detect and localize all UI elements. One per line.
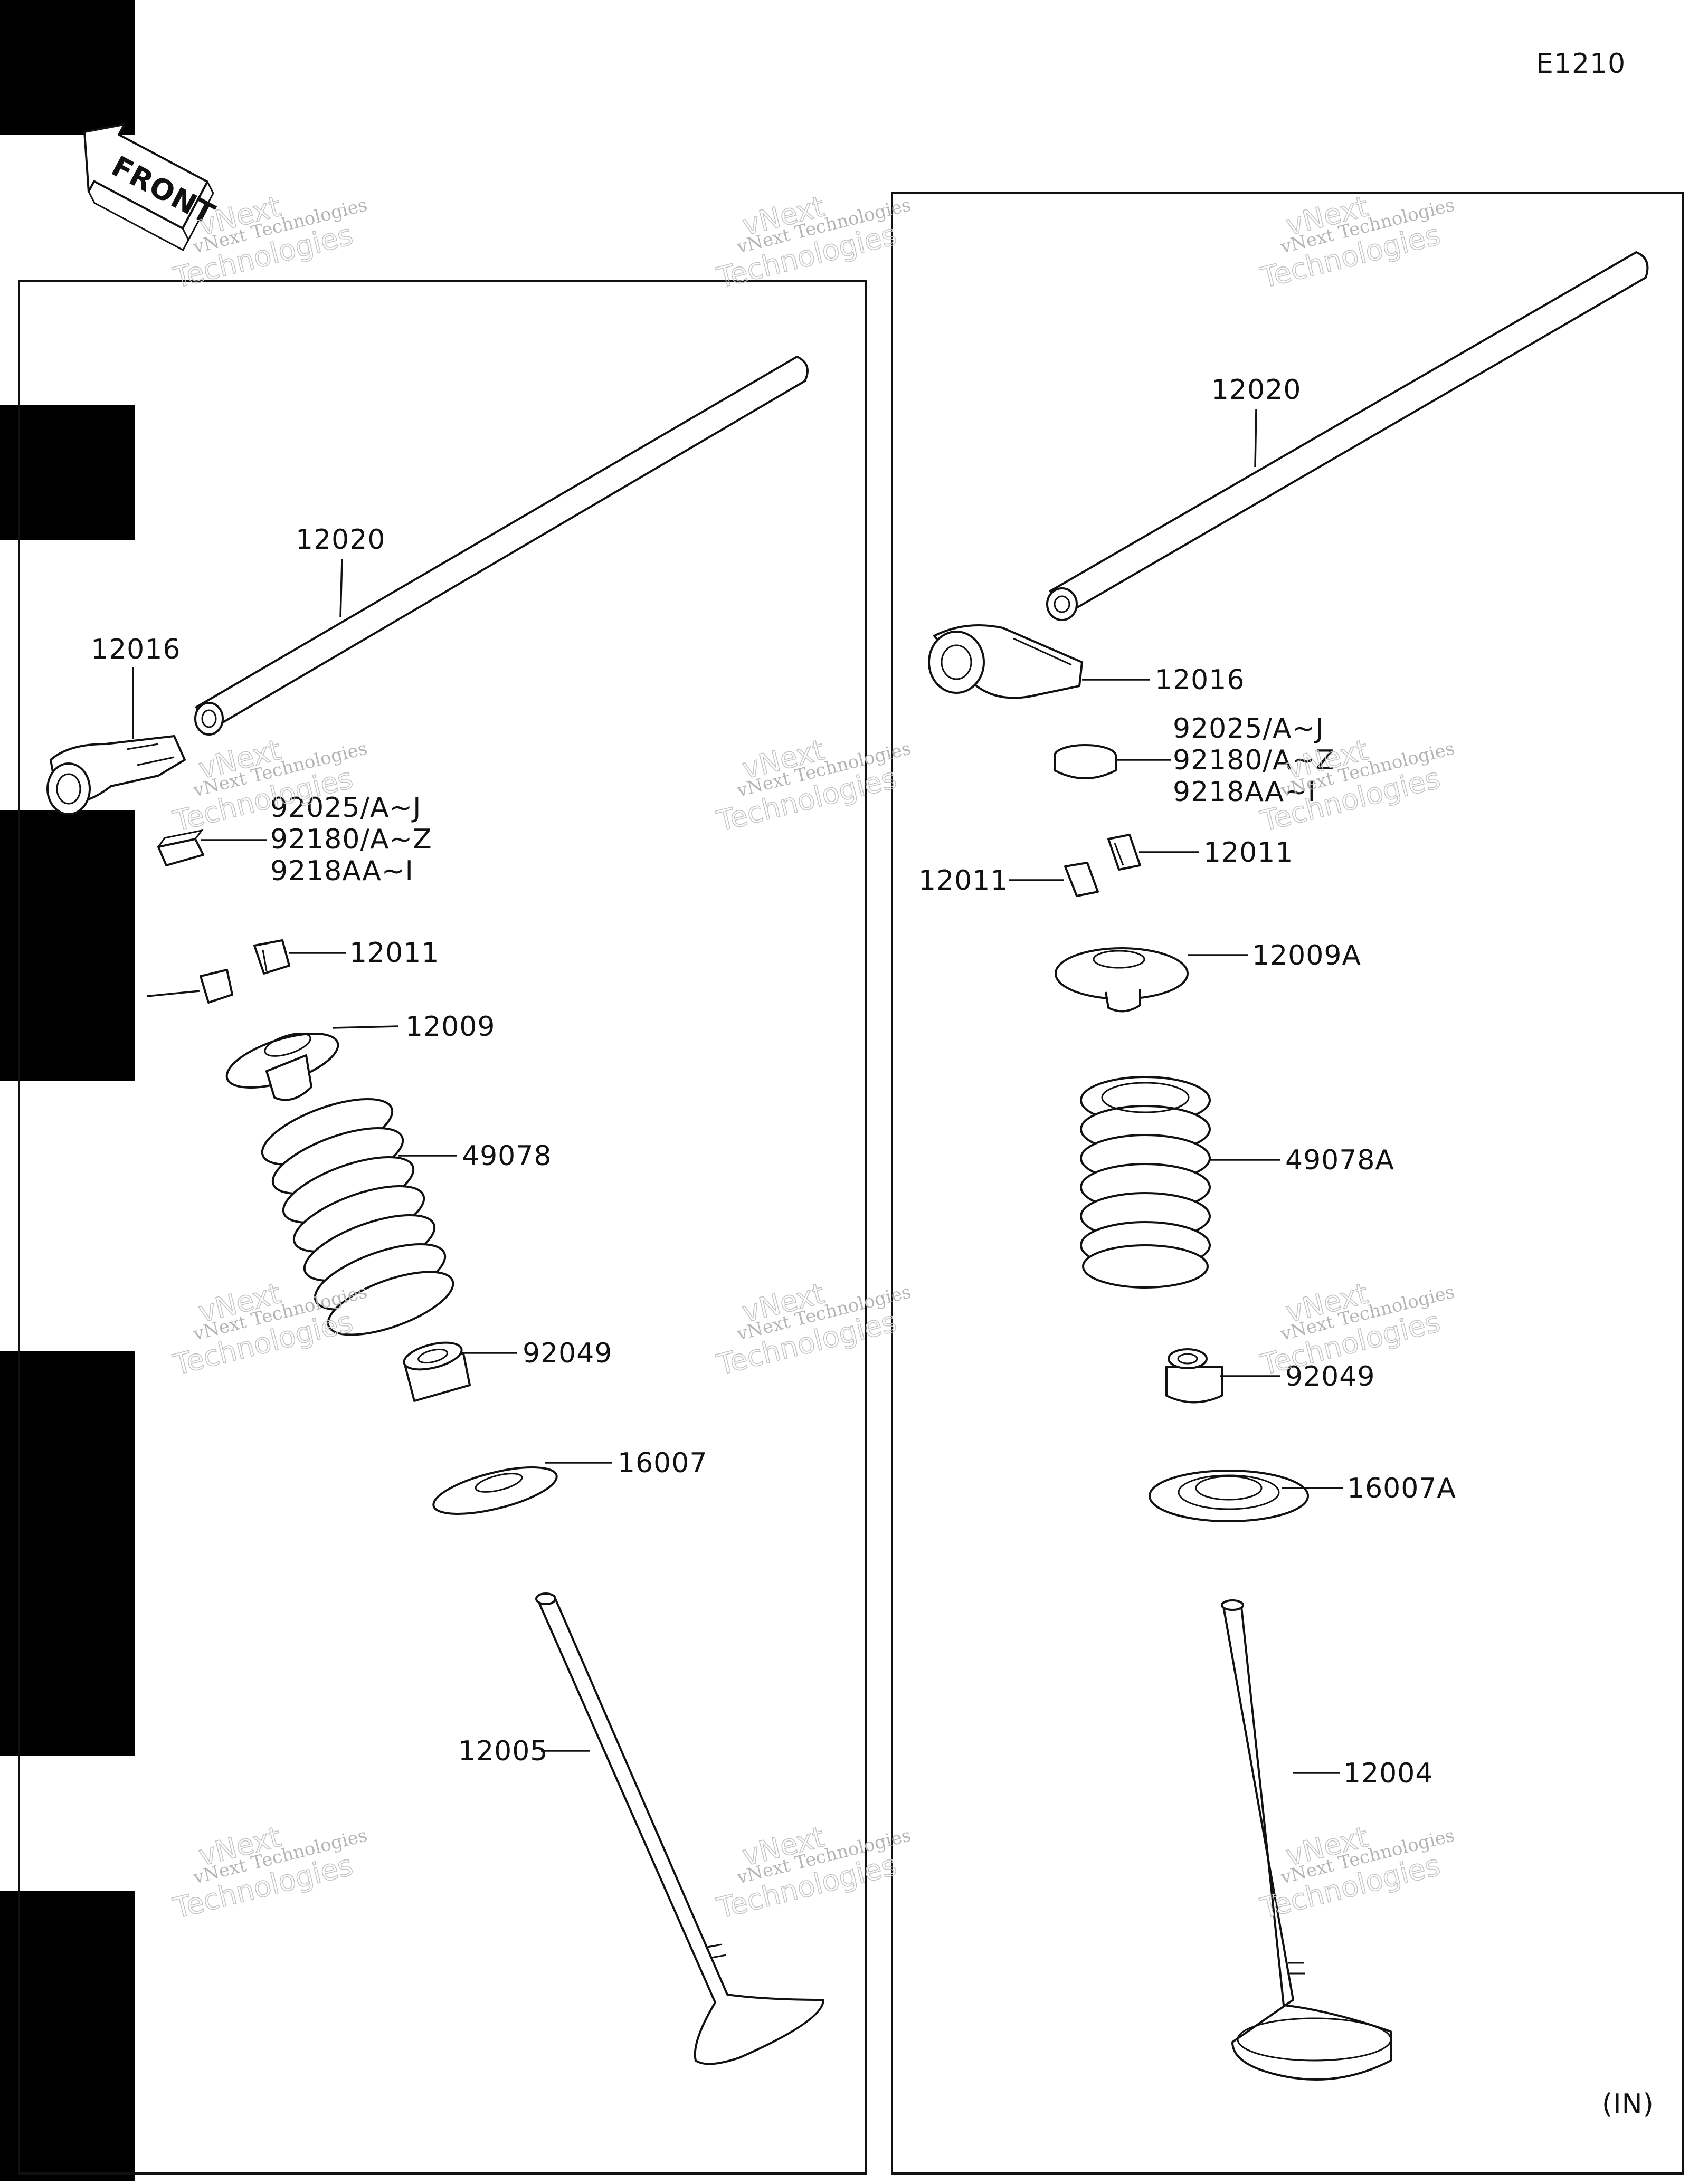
- left-spring-seat: [432, 1466, 558, 1515]
- watermark: vNext Technologies vNext Technologies: [713, 1820, 913, 1926]
- left-valve-spring: [261, 1098, 454, 1336]
- left-shim-label-1: 92025/A~J: [270, 792, 421, 824]
- diagram-code: E1210: [1536, 48, 1626, 80]
- watermark: vNext Technologies vNext Technologies: [1257, 1820, 1457, 1926]
- right-shim: [1054, 744, 1117, 779]
- index-tab: [0, 1351, 135, 1756]
- right-cotter-b: [1107, 834, 1141, 871]
- right-rocker-arm: [928, 624, 1083, 699]
- right-seal-label: 92049: [1285, 1361, 1375, 1393]
- right-valve-spring: [1080, 1076, 1211, 1289]
- left-rocker-shaft: [194, 356, 809, 736]
- right-spring-seat: [1149, 1470, 1309, 1522]
- index-tab: [0, 1891, 135, 2181]
- right-seat-label: 16007A: [1347, 1473, 1456, 1504]
- right-spring-label: 49078A: [1285, 1145, 1394, 1176]
- intake-marker: (IN): [1602, 2088, 1654, 2120]
- left-seat-label: 16007: [618, 1447, 707, 1479]
- watermark: vNext Technologies vNext Technologies: [169, 1820, 369, 1926]
- left-cotter-b: [253, 939, 290, 975]
- left-rocker-arm: [46, 735, 186, 815]
- watermark: vNext Technologies vNext Technologies: [713, 733, 913, 839]
- watermark: vNext Technologies vNext Technologies: [713, 1276, 913, 1382]
- right-cotter-a: [1064, 862, 1099, 897]
- watermark: vNext Technologies vNext Technologies: [713, 189, 913, 295]
- left-cotter-a: [200, 969, 233, 1004]
- left-shim-label-2: 92180/A~Z: [270, 824, 432, 855]
- left-valve-stem-seal: [403, 1341, 471, 1402]
- right-shim-label-2: 92180/A~Z: [1173, 745, 1335, 776]
- right-retainer-label: 12009A: [1252, 940, 1361, 971]
- left-shaft-label: 12020: [296, 524, 385, 556]
- right-cotter-label-a: 12011: [918, 865, 1008, 897]
- right-valve-stem-seal: [1165, 1348, 1223, 1404]
- left-shim-label-3: 9218AA~I: [270, 855, 414, 887]
- left-shim: [157, 829, 204, 866]
- right-shaft-label: 12020: [1211, 374, 1301, 406]
- left-panel-frame: [18, 280, 867, 2175]
- right-rocker-arm-label: 12016: [1155, 664, 1245, 696]
- right-intake-valve: [1221, 1599, 1392, 2081]
- index-tab: [0, 405, 135, 540]
- left-spring-label: 49078: [462, 1140, 552, 1172]
- left-retainer-label: 12009: [405, 1011, 495, 1043]
- right-panel-frame: [891, 192, 1684, 2175]
- left-spring-retainer: [225, 1032, 339, 1101]
- left-rocker-arm-label: 12016: [91, 634, 181, 665]
- right-shim-label-3: 9218AA~I: [1173, 776, 1316, 808]
- right-rocker-shaft: [1046, 251, 1649, 621]
- left-valve-label: 12005: [458, 1735, 548, 1767]
- right-shim-label-1: 92025/A~J: [1173, 713, 1324, 745]
- right-valve-label: 12004: [1343, 1758, 1433, 1789]
- index-tab: [0, 0, 135, 135]
- right-spring-retainer: [1055, 947, 1189, 1013]
- left-exhaust-valve: [535, 1592, 824, 2065]
- index-tab: [0, 810, 135, 1081]
- right-cotter-label-b: 12011: [1203, 837, 1293, 869]
- watermark: vNext Technologies vNext Technologies: [1257, 189, 1457, 295]
- left-cotter-label: 12011: [349, 937, 439, 969]
- left-seal-label: 92049: [523, 1338, 612, 1369]
